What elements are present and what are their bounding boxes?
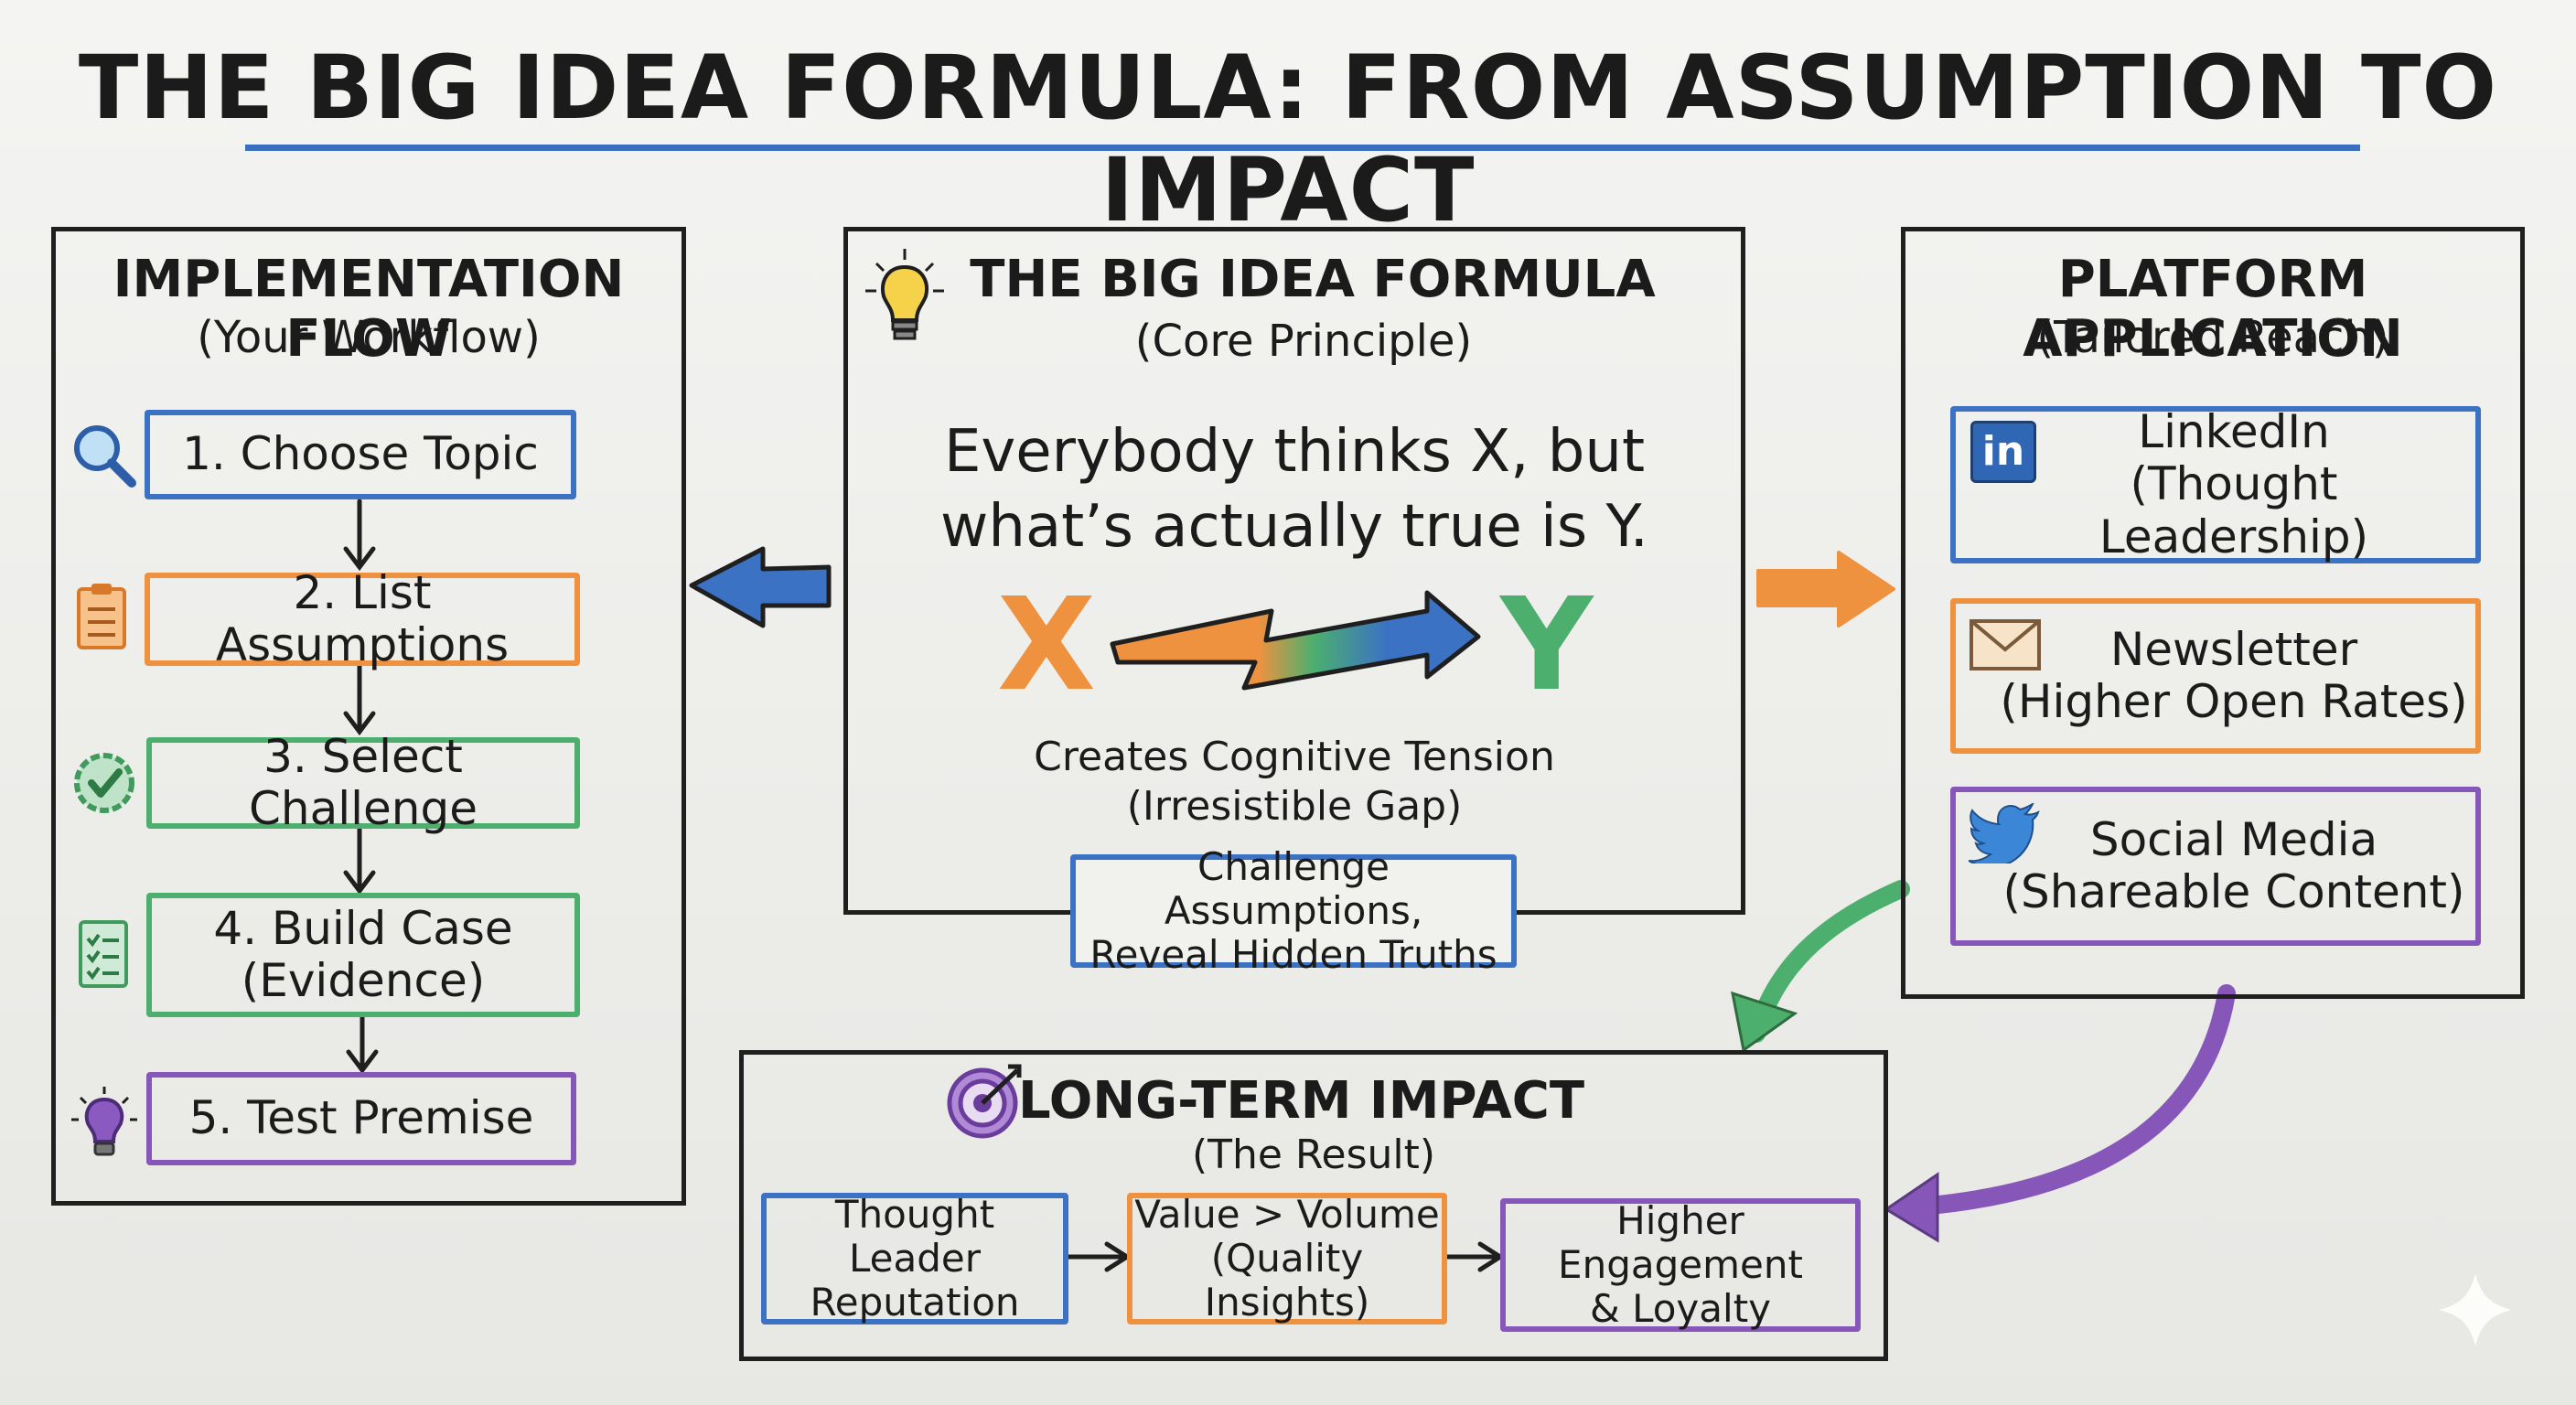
purple-arrow-head [1884,1172,1939,1243]
envelope-icon [1970,619,2041,670]
challenge-line-2: Reveal Hidden Truths [1089,932,1497,978]
step-build-case: 4. Build Case (Evidence) [146,893,580,1017]
implementation-title: IMPLEMENTATION FLOW [113,250,625,369]
step-sublabel: (Evidence) [241,954,486,1007]
step-test-premise: 5. Test Premise [146,1072,576,1165]
step-arrow-head-3 [343,870,376,896]
lightbulb-icon [865,249,944,340]
platform-sublabel: (Shareable Content) [2002,865,2465,918]
clipboard-icon [77,584,126,649]
step-select-challenge: 3. Select Challenge [146,730,580,835]
formula-subtitle: (Core Principle) [1134,316,1473,367]
title-underline [245,145,2360,151]
impact-sublabel: Reputation [810,1280,1020,1325]
impact-sublabel: & Loyalty [1589,1286,1772,1332]
step-list-assumptions: 2. List Assumptions [145,566,580,671]
step-choose-topic: 1. Choose Topic [145,410,576,499]
impact-label: Thought Leader [834,1191,995,1281]
checklist-icon [79,920,128,988]
platform-linkedin: LinkedIn (Thought Leadership) [1950,404,2481,563]
statement-line-2: what’s actually true is Y. [940,493,1648,561]
challenge-box: Challenge Assumptions, Reveal Hidden Tru… [1070,844,1517,977]
step-label: 1. Choose Topic [182,427,539,481]
formula-statement: Everybody thinks X, but what’s actually … [848,414,1741,564]
impact-engagement: Higher Engagement & Loyalty [1500,1198,1861,1332]
formula-title: THE BIG IDEA FORMULA [970,250,1656,309]
platform-panel: PLATFORM APPLICATION (Tailored Reach) [1901,227,2525,999]
impact-thought-leader: Thought Leader Reputation [761,1191,1068,1325]
purple-curved-arrow [1921,984,2236,1215]
page-title: THE BIG IDEA FORMULA: FROM ASSUMPTION TO… [78,37,2498,241]
platform-sublabel: (Higher Open Rates) [2000,675,2468,728]
magnifier-icon [74,425,136,488]
impact-sublabel: (Quality Insights) [1204,1235,1370,1325]
linkedin-icon: in [1970,421,2036,483]
impact-panel: LONG-TERM IMPACT (The Result) [739,1050,1888,1361]
impact-label: Value > Volume [1134,1191,1440,1237]
platform-social-media: Social Media (Shareable Content) [1950,787,2481,946]
step-label: 2. List Assumptions [215,565,510,671]
impact-subtitle: (The Result) [1191,1132,1436,1178]
orange-right-arrow [1756,551,1895,627]
step-label: 5. Test Premise [188,1091,534,1145]
check-badge-icon [74,753,134,813]
lightbulb-purple-icon [71,1087,137,1156]
tension-text: Creates Cognitive Tension (Irresistible … [848,733,1741,831]
green-arrow-head [1731,991,1798,1053]
step-label: 3. Select Challenge [249,729,478,835]
tension-line-2: (Irresistible Gap) [1126,783,1463,830]
implementation-subtitle: (Your Workflow) [197,312,541,363]
step-arrow-head-1 [343,546,376,572]
y-letter: Y [1500,571,1594,720]
twitter-bird-icon [1969,803,2040,863]
platform-title: PLATFORM APPLICATION [2023,250,2403,369]
impact-title: LONG-TERM IMPACT [1018,1071,1585,1131]
platform-subtitle: (Tailored Reach) [2036,312,2389,363]
platform-sublabel: (Thought Leadership) [2098,457,2369,563]
challenge-line-1: Challenge Assumptions, [1164,843,1423,933]
blue-left-arrow [689,546,832,628]
statement-line-1: Everybody thinks X, but [943,418,1646,486]
platform-label: LinkedIn [2138,404,2330,458]
x-letter: X [997,571,1096,720]
step-arrow-head-4 [346,1049,379,1075]
zigzag-arrow [1110,590,1481,691]
implementation-panel: IMPLEMENTATION FLOW (Your Workflow) [51,227,686,1206]
platform-label: Newsletter [2109,622,2358,676]
formula-panel: THE BIG IDEA FORMULA (Core Principle) Ev… [843,227,1745,915]
tension-line-1: Creates Cognitive Tension [1034,734,1555,780]
target-icon [947,1064,1022,1139]
platform-newsletter: Newsletter (Higher Open Rates) [1950,598,2481,754]
platform-label: Social Media [2089,812,2378,866]
impact-label: Higher Engagement [1558,1197,1803,1287]
step-label: 4. Build Case [213,901,513,955]
sparkle-icon [2439,1273,2512,1346]
step-arrow-head-2 [343,711,376,736]
impact-value-volume: Value > Volume (Quality Insights) [1127,1191,1447,1325]
